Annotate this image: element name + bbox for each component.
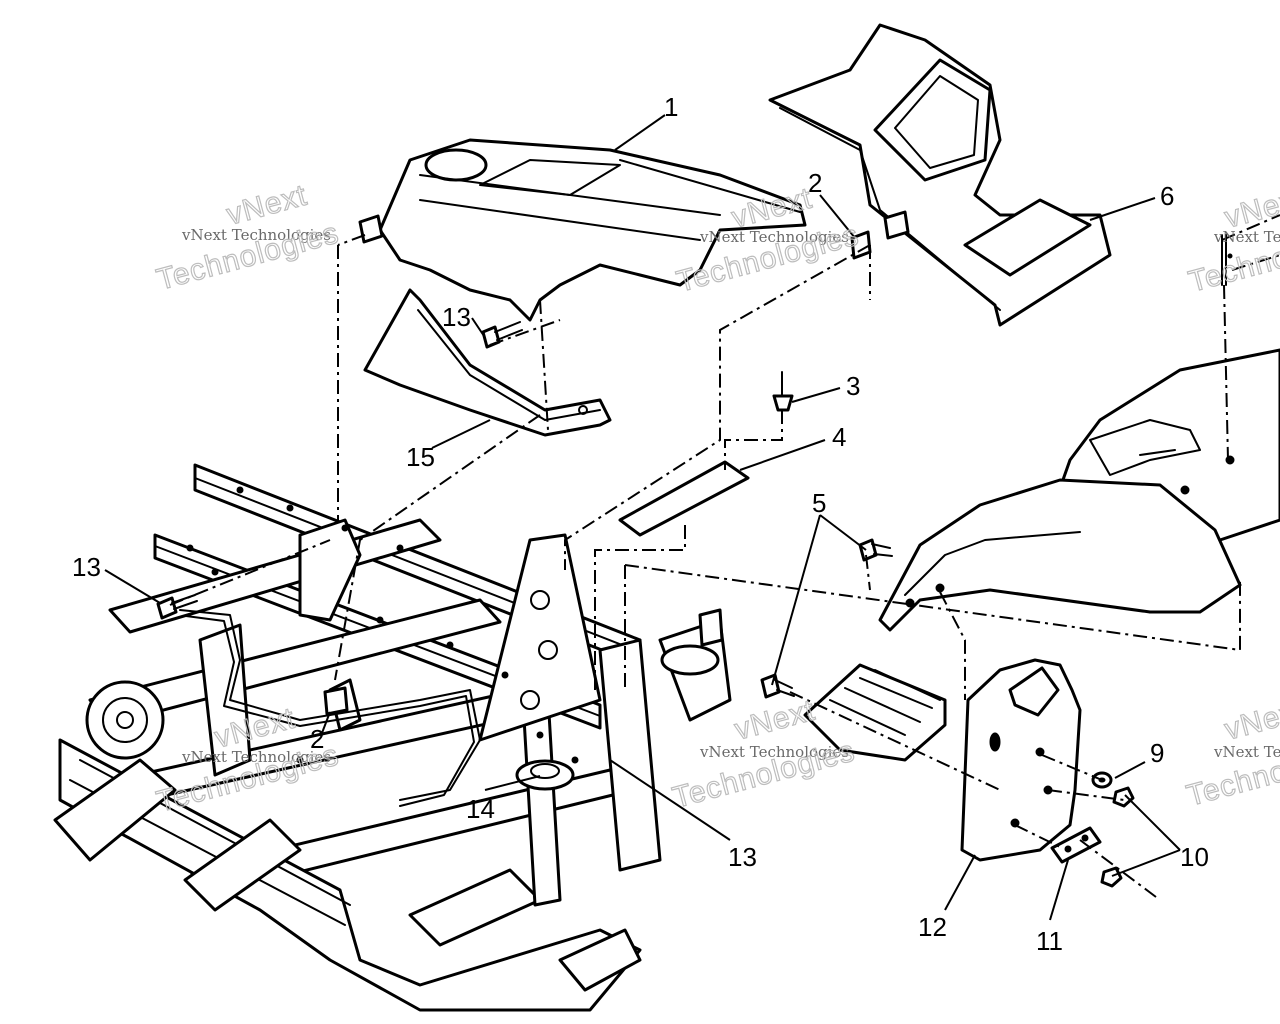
screw-upper (481, 321, 523, 349)
chassis-frame (53, 463, 732, 1012)
watermark-text: vNext Technologies (1213, 743, 1280, 761)
assembly-lines (169, 214, 1280, 901)
callout-11: 11 (1036, 926, 1063, 956)
leader-lines (104, 114, 1181, 921)
nut-part-10-upper (1112, 786, 1135, 808)
push-rivet-part-3 (772, 371, 794, 412)
callout-4: 4 (832, 422, 846, 452)
headlight-pod-part-6 (768, 23, 1112, 327)
callout-5: 5 (812, 488, 826, 518)
lower-panel-part-15 (363, 288, 612, 437)
bolt-part-5-lower (760, 673, 795, 699)
watermark-brand: vNext (731, 694, 818, 747)
callout-13-lower: 13 (728, 842, 757, 872)
callout-6: 6 (1160, 181, 1174, 211)
steering-mount (515, 759, 575, 791)
callout-12: 12 (918, 912, 947, 942)
backing-plate-part-11 (1050, 826, 1102, 864)
watermark-text: vNext Technologies (181, 226, 331, 244)
watermark-brand: vNext (1221, 694, 1280, 747)
watermark-text: vNext Technologies (181, 748, 331, 766)
callout-labels: 1 2 2 3 4 5 6 9 10 11 12 13 13 13 14 15 (72, 92, 1209, 956)
rod (1221, 234, 1233, 286)
mud-flap-part-12 (960, 658, 1082, 862)
callout-3: 3 (846, 371, 860, 401)
callout-13-upper: 13 (442, 302, 471, 332)
plate-part-4 (618, 460, 750, 537)
watermark-brand: vNext (1221, 182, 1280, 235)
callout-2-upper: 2 (808, 168, 822, 198)
watermark-text: vNext Technologies (699, 228, 849, 246)
grommet-lower (323, 686, 349, 716)
watermarks: vNext vNext Technologies Technologies vN… (153, 178, 1280, 819)
callout-10: 10 (1180, 842, 1209, 872)
watermark-text: vNext Technologies (1213, 228, 1280, 246)
callout-15: 15 (406, 442, 435, 472)
callout-14: 14 (466, 794, 495, 824)
bolt-part-5-upper (858, 538, 893, 562)
callout-13-left: 13 (72, 552, 101, 582)
nut-part-10-lower (1100, 866, 1123, 888)
callout-1: 1 (664, 92, 678, 122)
callout-2-lower: 2 (310, 724, 324, 754)
watermark-text: vNext Technologies (699, 743, 849, 761)
footrest (803, 663, 947, 762)
watermark-brand: vNext (223, 179, 310, 232)
callout-9: 9 (1150, 738, 1164, 768)
front-cover-part-1 (358, 138, 807, 322)
